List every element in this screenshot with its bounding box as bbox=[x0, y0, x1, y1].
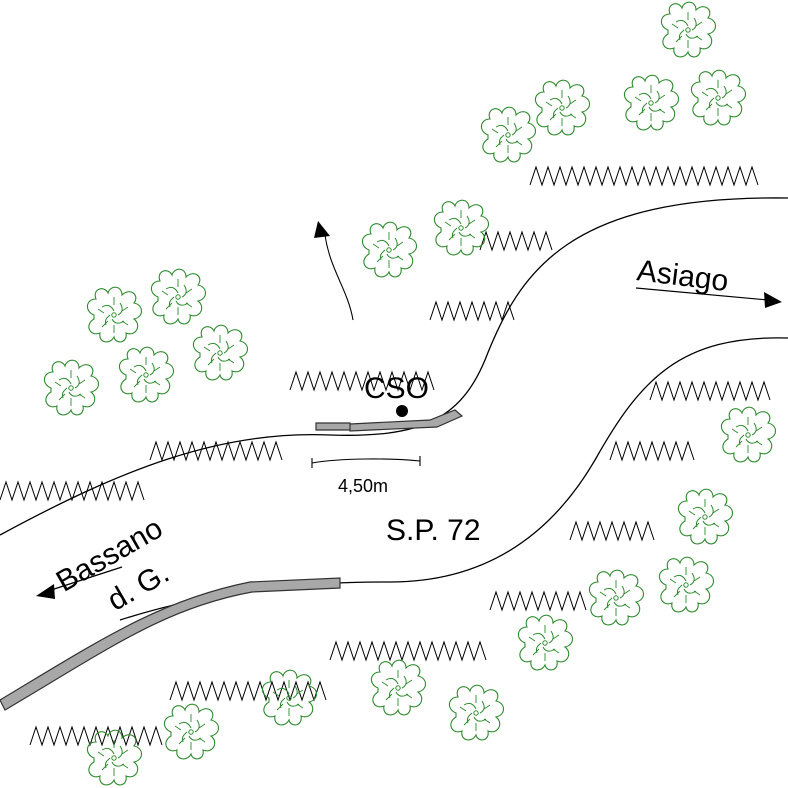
lower-embankment-hatch bbox=[29, 380, 771, 747]
tree-icon bbox=[163, 703, 220, 760]
upper-embankment-hatch bbox=[0, 165, 759, 502]
asiago-arrow bbox=[635, 287, 769, 301]
guardrail-lower bbox=[0, 577, 341, 711]
tree-icon bbox=[192, 324, 249, 381]
side-path-arrow bbox=[324, 234, 354, 321]
tree-icon bbox=[86, 286, 143, 343]
tree-icon bbox=[588, 569, 645, 626]
bassano-arrow-head bbox=[36, 584, 55, 599]
tree-icon bbox=[370, 659, 427, 716]
bassano-arrow bbox=[47, 566, 123, 592]
measurement-line bbox=[311, 456, 421, 468]
tree-icon bbox=[433, 199, 490, 256]
tree-icon bbox=[43, 359, 100, 416]
road-name-label: S.P. 72 bbox=[386, 514, 481, 547]
tree-icon bbox=[658, 556, 715, 613]
tree-icon bbox=[480, 106, 537, 163]
tree-icon bbox=[534, 79, 591, 136]
cso-label: CSO bbox=[364, 372, 429, 405]
tree-icon bbox=[118, 346, 175, 403]
tree-icon bbox=[677, 488, 734, 545]
road-lower-edge bbox=[119, 337, 788, 621]
cso-point-marker bbox=[396, 405, 408, 417]
side-path-arrow-head bbox=[314, 221, 330, 238]
tree-icon bbox=[361, 221, 418, 278]
tree-icon bbox=[690, 69, 747, 126]
asiago-arrow-head bbox=[764, 292, 782, 308]
tree-icon bbox=[623, 74, 680, 131]
tree-icon bbox=[660, 1, 717, 58]
tree-icon bbox=[150, 268, 207, 325]
measurement-label: 4,50m bbox=[338, 476, 388, 496]
guardrail-upper bbox=[315, 409, 464, 432]
asiago-label: Asiago bbox=[635, 254, 730, 298]
tree-icon bbox=[720, 406, 777, 463]
tree-icon bbox=[517, 614, 574, 671]
tree-icon bbox=[86, 729, 143, 786]
tree-icon bbox=[448, 684, 505, 741]
